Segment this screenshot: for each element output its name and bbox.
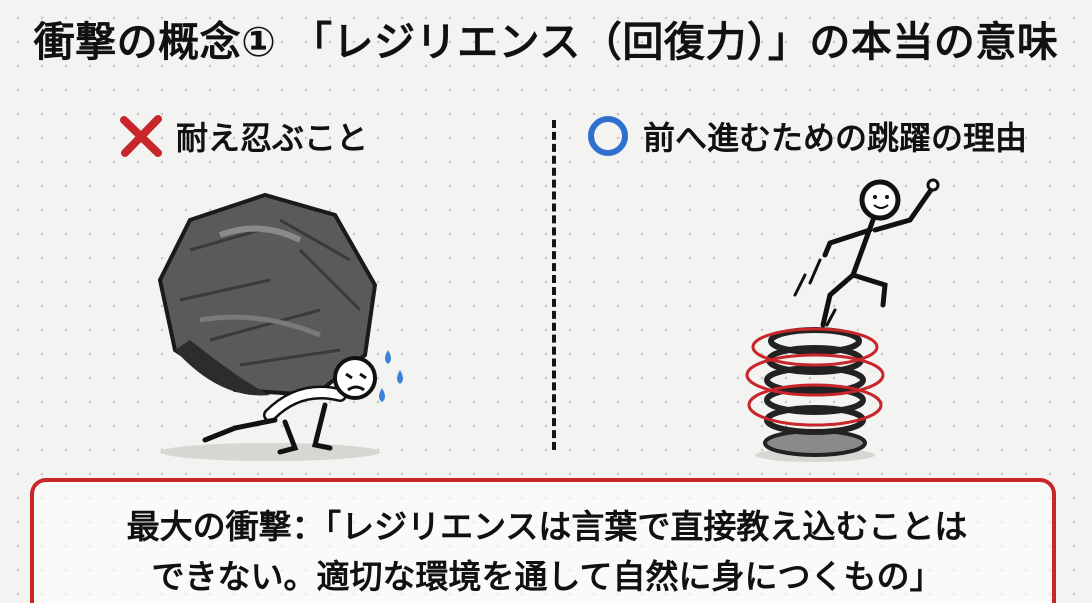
callout-line-1: 最大の衝撃：「レジリエンスは言葉で直接教え込むことは [126, 507, 968, 546]
left-heading-text: 耐え忍ぶこと [176, 119, 369, 157]
right-heading-text: 前へ進むための跳躍の理由 [643, 119, 1028, 157]
spring-jumper-illustration [745, 178, 940, 462]
dashed-divider [552, 120, 556, 450]
right-column-heading: 前へ進むための跳躍の理由 [585, 108, 1027, 164]
sweat-drop-icon [385, 350, 391, 364]
page-title: 衝撃の概念① 「レジリエンス（回復力）」の本当の意味 [33, 18, 1059, 66]
sad-face [333, 356, 377, 400]
boulder-person-illustration [157, 192, 403, 461]
callout-text: 最大の衝撃：「レジリエンスは言葉で直接教え込むことは できない。適切な環境を通し… [34, 502, 1060, 602]
coil-spring [745, 327, 885, 457]
red-cross-icon [120, 115, 162, 157]
blue-circle-icon [588, 116, 628, 156]
key-insight-callout: 最大の衝撃：「レジリエンスは言葉で直接教え込むことは できない。適切な環境を通し… [30, 478, 1056, 603]
motion-lines [793, 258, 837, 327]
callout-line-2: できない。適切な環境を通して自然に身につくもの」 [151, 557, 943, 596]
left-column-heading: 耐え忍ぶこと [118, 108, 368, 164]
jumping-figure [820, 179, 936, 328]
